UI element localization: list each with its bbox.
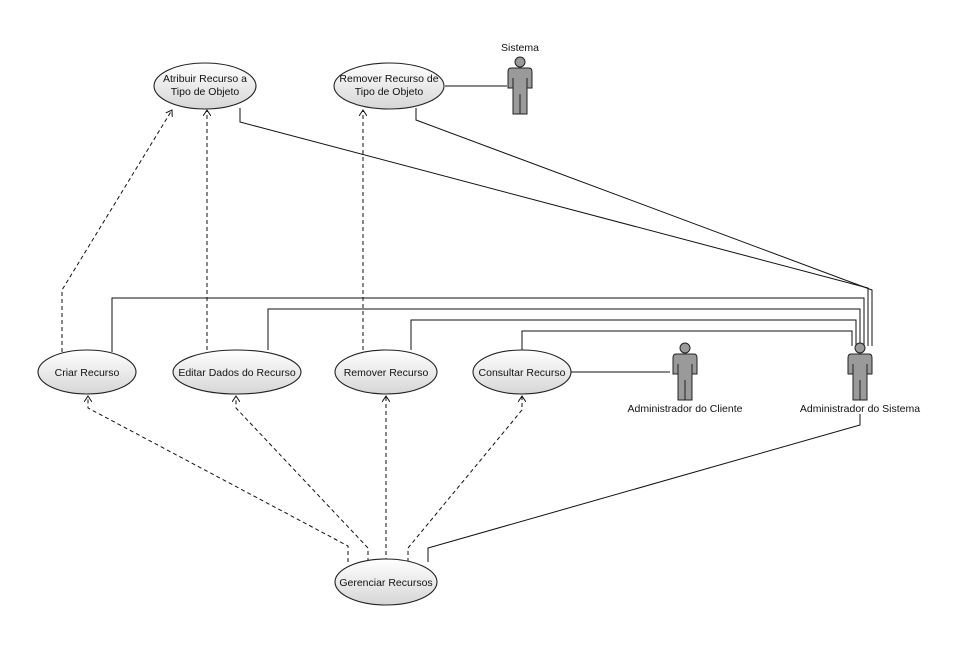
dep-criar-atribuir — [61, 110, 172, 352]
dependencies — [61, 110, 522, 562]
associations — [111, 85, 873, 562]
use-case-remover[interactable]: Remover Recurso — [334, 349, 438, 395]
assoc-consultar-admin-sistema — [521, 330, 853, 350]
assoc-remover-admin-sistema — [410, 319, 857, 350]
dep-gerenciar-editar — [236, 396, 369, 562]
actor-admin-cliente[interactable]: Administrador do Cliente — [628, 342, 743, 415]
actor-sistema-label: Sistema — [501, 42, 539, 54]
dep-gerenciar-criar — [88, 396, 349, 562]
use-case-gerenciar-label: Gerenciar Recursos — [339, 577, 432, 589]
use-case-remover-tipo[interactable]: Remover Recurso de Tipo de Objeto — [333, 62, 445, 110]
assoc-atribuir-admin-sistema — [239, 108, 869, 346]
use-case-editar-label: Editar Dados do Recurso — [178, 367, 295, 379]
actor-admin-sistema-label: Administrador do Sistema — [800, 403, 920, 415]
use-case-remover-tipo-label-2: Tipo de Objeto — [355, 86, 424, 98]
use-case-atribuir-label-2: Tipo de Objeto — [171, 86, 240, 98]
use-case-consultar-label: Consultar Recurso — [479, 367, 566, 379]
use-case-criar-label: Criar Recurso — [55, 367, 120, 379]
actor-sistema-icon — [507, 56, 533, 115]
use-case-atribuir[interactable]: Atribuir Recurso a Tipo de Objeto — [153, 62, 257, 110]
actor-admin-sistema-icon — [847, 342, 873, 401]
use-case-remover-tipo-label-1: Remover Recurso de — [339, 73, 438, 85]
actor-sistema[interactable]: Sistema — [501, 42, 539, 115]
assoc-remover-tipo-admin-sistema — [415, 108, 873, 346]
dep-gerenciar-consultar — [407, 396, 522, 562]
actor-admin-cliente-icon — [672, 342, 698, 401]
use-case-remover-label: Remover Recurso — [344, 367, 429, 379]
assoc-gerenciar-admin-sistema — [427, 414, 861, 562]
use-case-gerenciar[interactable]: Gerenciar Recursos — [334, 558, 438, 606]
actor-admin-cliente-label: Administrador do Cliente — [628, 403, 743, 415]
use-case-criar[interactable]: Criar Recurso — [37, 349, 137, 395]
use-case-editar[interactable]: Editar Dados do Recurso — [172, 349, 302, 395]
use-case-atribuir-label-1: Atribuir Recurso a — [163, 73, 247, 85]
actor-admin-sistema[interactable]: Administrador do Sistema — [800, 342, 920, 415]
assoc-criar-admin-sistema — [111, 297, 865, 352]
assoc-editar-admin-sistema — [267, 308, 861, 350]
use-case-consultar[interactable]: Consultar Recurso — [472, 349, 572, 395]
